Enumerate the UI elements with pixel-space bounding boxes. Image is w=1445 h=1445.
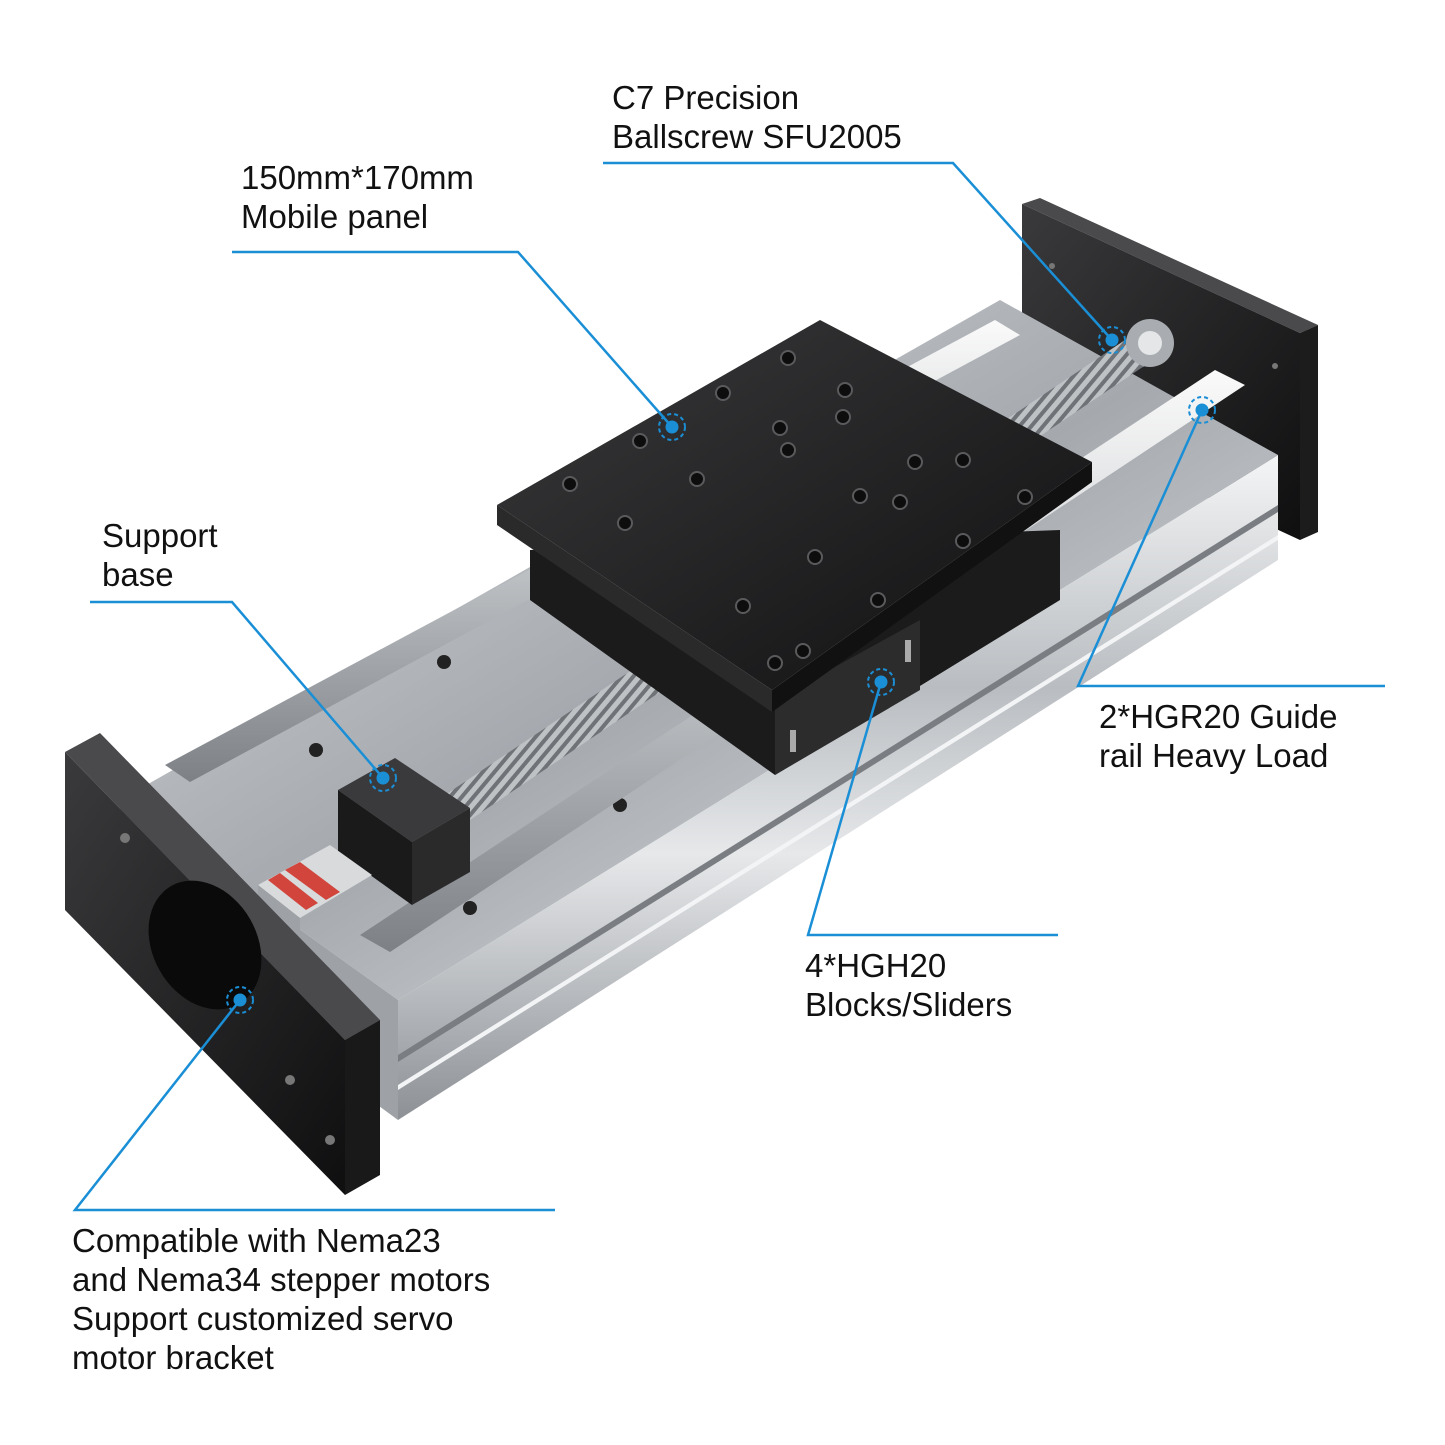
marker-ballscrew <box>1098 326 1126 354</box>
coupling <box>258 845 372 938</box>
callout-guide-rail: 2*HGR20 Guide rail Heavy Load <box>1099 697 1337 775</box>
callout-motor-line2: and Nema34 stepper motors <box>72 1261 491 1298</box>
callout-support-base-line2: base <box>102 556 174 593</box>
callout-markers <box>226 326 1216 1014</box>
callout-guide-rail-line2: rail Heavy Load <box>1099 737 1329 774</box>
support-base-block <box>338 758 470 905</box>
marker-blocks <box>867 668 895 696</box>
callout-mobile-panel-line2: Mobile panel <box>241 198 429 235</box>
callout-ballscrew: C7 Precision Ballscrew SFU2005 <box>612 78 902 156</box>
callout-blocks-line2: Blocks/Sliders <box>805 986 1013 1023</box>
callout-motor-line1: Compatible with Nema23 <box>72 1222 441 1259</box>
callout-motor-line3: Support customized servo <box>72 1300 454 1337</box>
callout-motor: Compatible with Nema23 and Nema34 steppe… <box>72 1221 490 1377</box>
callout-mobile-panel-line1: 150mm*170mm <box>241 159 474 196</box>
callout-guide-rail-line1: 2*HGR20 Guide <box>1099 698 1338 735</box>
callout-leaders <box>72 161 1385 1212</box>
callout-blocks: 4*HGH20 Blocks/Sliders <box>805 946 1012 1024</box>
mobile-panel <box>497 320 1095 712</box>
marker-support-base <box>369 764 397 792</box>
near-end-plate <box>65 733 380 1195</box>
callout-mobile-panel: 150mm*170mm Mobile panel <box>241 158 474 236</box>
callout-blocks-line1: 4*HGH20 <box>805 947 947 984</box>
marker-guide-rail <box>1188 396 1216 424</box>
callout-ballscrew-line2: Ballscrew SFU2005 <box>612 118 902 155</box>
callout-ballscrew-line1: C7 Precision <box>612 79 800 116</box>
marker-motor <box>226 986 254 1014</box>
callout-support-base: Support base <box>102 516 218 594</box>
callout-support-base-line1: Support <box>102 517 218 554</box>
marker-mobile-panel <box>658 413 686 441</box>
callout-motor-line4: motor bracket <box>72 1339 274 1376</box>
